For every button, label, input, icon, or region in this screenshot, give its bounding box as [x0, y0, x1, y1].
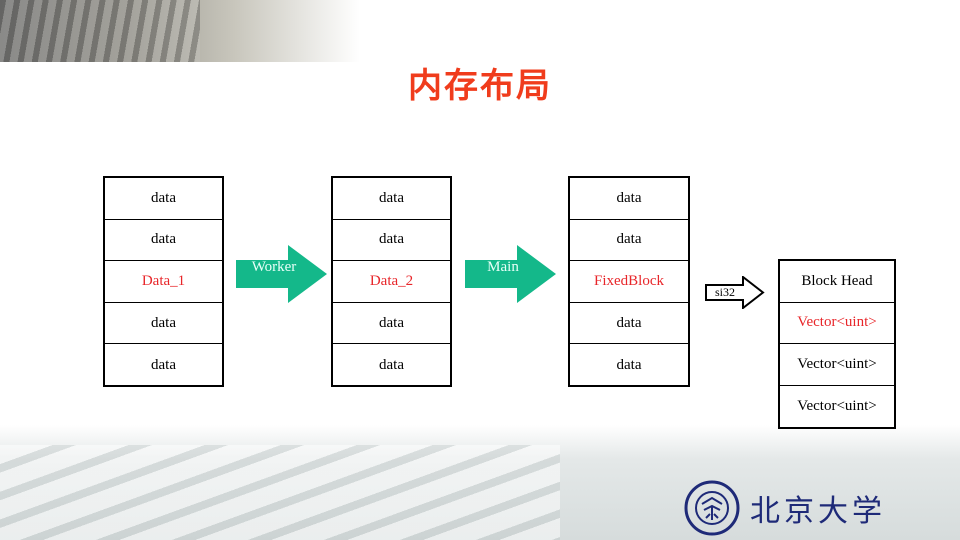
si32-arrow-label: si32: [714, 285, 735, 299]
right-arrow-icon: [465, 245, 556, 303]
university-logo: 北京大学: [684, 480, 886, 536]
memory-cell: data: [570, 303, 688, 345]
memory-cell: Vector<uint>: [780, 344, 894, 386]
footer-background: [0, 425, 960, 540]
right-arrow-icon: [236, 245, 327, 303]
memory-cell: data: [379, 356, 404, 373]
memory-cell: data: [616, 356, 642, 373]
university-name: 北京大学: [750, 494, 886, 529]
worker-arrow-label: Worker: [251, 258, 297, 275]
memory-cell: Block Head: [780, 261, 894, 303]
memory-cell: data: [151, 356, 176, 373]
memory-cell: Data_1: [105, 261, 222, 303]
memory-cell: Vector<uint>: [797, 398, 877, 415]
slide-title: 内存布局: [408, 66, 552, 106]
header-photo-banner: [0, 0, 360, 62]
memory-cell: Vector<uint>: [780, 303, 894, 345]
si32-arrow: si32: [705, 274, 765, 311]
memory-cell: FixedBlock: [570, 261, 688, 303]
memory-cell: data: [333, 220, 450, 262]
memory-cell: data: [570, 178, 688, 220]
worker-arrow: Worker: [236, 245, 328, 303]
memory-cell: data: [105, 178, 222, 220]
memory-cell: data: [105, 220, 222, 262]
memory-cell: data: [333, 178, 450, 220]
memory-cell: Data_2: [333, 261, 450, 303]
memory-cell: data: [105, 303, 222, 345]
university-seal-icon: [684, 480, 740, 536]
memory-cell: data: [570, 220, 688, 262]
memory-cell: data: [333, 303, 450, 345]
outlined-right-arrow-icon: [705, 274, 765, 311]
main-arrow: Main: [465, 245, 557, 303]
main-arrow-label: Main: [487, 258, 519, 275]
